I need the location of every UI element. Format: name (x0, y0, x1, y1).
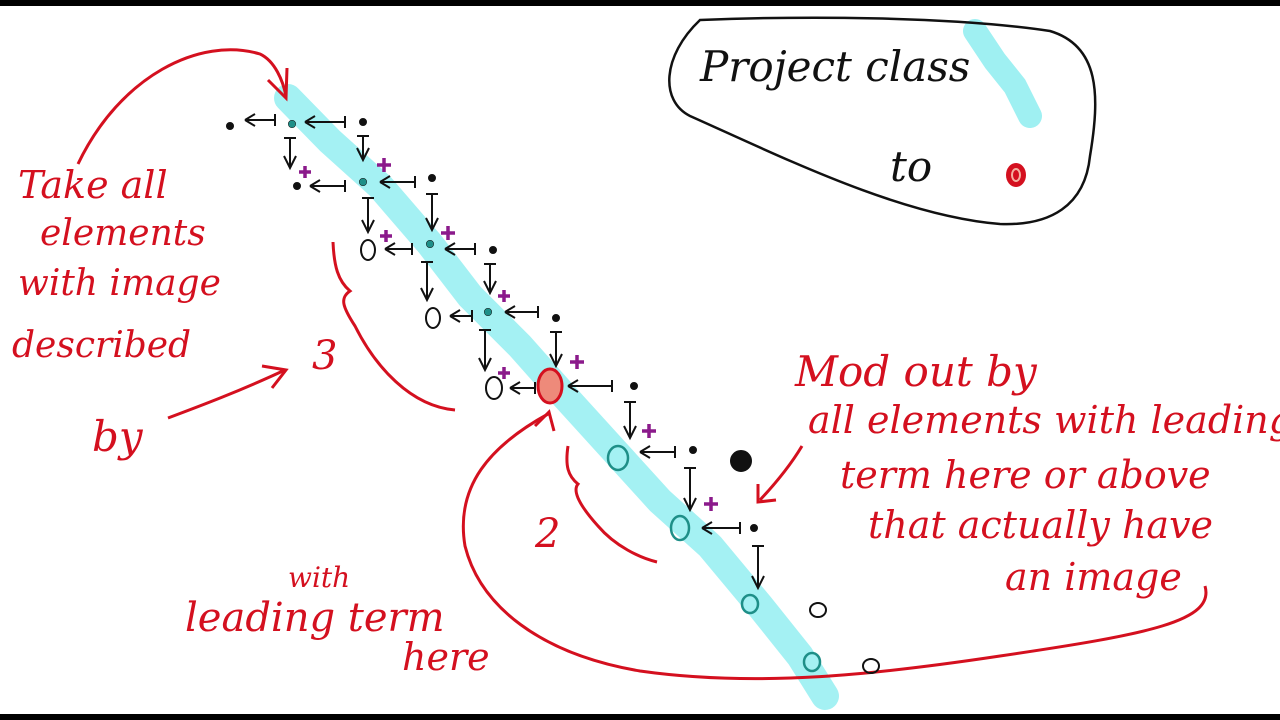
arrow-down (623, 401, 637, 441)
plus-mark (498, 367, 510, 379)
band-elements (606, 444, 822, 673)
arrow-down (751, 545, 765, 591)
box-text-project-class: Project class (700, 42, 971, 91)
band-dots (288, 120, 492, 316)
plus-mark (704, 497, 718, 511)
box-highlight (963, 19, 1042, 128)
arrow-down (483, 263, 497, 296)
arrow-left (449, 309, 473, 323)
lattice-dot (630, 382, 638, 390)
lattice-dot (689, 446, 697, 454)
lattice-dot (293, 182, 301, 190)
lattice-dot (226, 122, 234, 130)
arrow-mod-out-head (756, 484, 777, 504)
lattice-dot (428, 174, 436, 182)
lattice-circle (809, 602, 827, 618)
note-take-all-line1: Take all (18, 163, 168, 207)
band-circle (802, 651, 822, 673)
label-three: 3 (312, 333, 338, 379)
arrow-left (509, 381, 536, 395)
note-mod-out-line5: an image (1005, 555, 1182, 599)
diagram-canvas (76, 16, 1208, 710)
arrow-top-curve (76, 48, 288, 165)
band-circle (669, 514, 691, 542)
arrow-down (283, 137, 297, 171)
band-dot (288, 120, 296, 128)
arrow-down (549, 331, 563, 369)
plus-mark (570, 355, 584, 369)
box-text-to: to (890, 142, 933, 191)
lattice-dot (552, 314, 560, 322)
arrow-down (420, 261, 434, 303)
plus-mark (299, 166, 311, 178)
arrow-left (379, 175, 416, 189)
lattice-dot (750, 524, 758, 532)
arrow-down (356, 135, 370, 163)
label-two: 2 (535, 511, 561, 557)
arrow-top-head (266, 67, 289, 102)
arrow-by-to-three (167, 368, 286, 420)
arrow-mod-out (758, 445, 804, 502)
target-class-dot-inner (1011, 168, 1021, 182)
band-circle (740, 593, 760, 615)
lattice-dot (359, 118, 367, 126)
plus-marks (299, 158, 718, 511)
arrow-down (478, 329, 492, 373)
note-take-all-line2: elements (40, 213, 206, 254)
brace-three (331, 241, 456, 412)
plus-mark (377, 158, 391, 172)
lattice-circle (862, 658, 880, 674)
note-mod-out-line1: Mod out by (795, 347, 1037, 396)
arrow-left (504, 305, 539, 319)
lattice-dot (489, 246, 497, 254)
arrow-left (244, 113, 276, 127)
note-take-all-line5: by (92, 412, 143, 461)
arrow-left (567, 379, 613, 393)
note-with: with (288, 561, 351, 594)
band-dot (484, 308, 492, 316)
arrow-left (384, 242, 413, 256)
arrow-left (304, 115, 346, 129)
lattice-circle (425, 307, 441, 329)
band-dot (359, 178, 367, 186)
plus-mark (380, 230, 392, 242)
note-leading-term: leading term (185, 595, 445, 641)
band-dot (426, 240, 434, 248)
note-here: here (402, 635, 490, 679)
lattice-circle (485, 376, 503, 400)
note-mod-out-line3: term here or above (840, 453, 1211, 497)
plus-mark (642, 424, 656, 438)
project-box-outline (668, 16, 1097, 226)
arrow-by-head (261, 364, 289, 389)
plus-mark (441, 226, 455, 240)
lattice-dot-large (730, 450, 752, 472)
highlighted-element (536, 367, 564, 405)
loop-arrow (461, 412, 1208, 681)
target-class-dot (1006, 163, 1026, 187)
arrow-down (425, 193, 439, 233)
whiteboard: Project class to Take all elements with … (0, 6, 1280, 714)
arrow-down (683, 467, 697, 513)
band-circle (606, 444, 630, 472)
loop-arrow-head (533, 409, 556, 432)
note-take-all-line3: with image (18, 263, 221, 304)
arrow-down (361, 197, 375, 235)
note-mod-out-line4: that actually have (868, 503, 1214, 547)
plus-mark (498, 290, 510, 302)
arrow-left (309, 179, 346, 193)
lattice-circle (360, 239, 376, 261)
note-take-all-line4: described (12, 325, 192, 366)
arrow-left (701, 521, 741, 535)
arrow-left (639, 445, 676, 459)
note-mod-out-line2: all elements with leading (808, 398, 1280, 442)
arrow-left (444, 242, 476, 256)
brace-two (565, 445, 658, 564)
